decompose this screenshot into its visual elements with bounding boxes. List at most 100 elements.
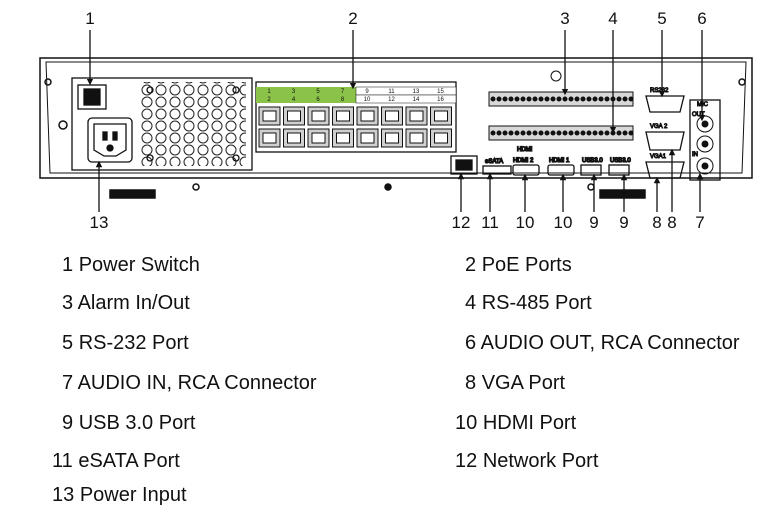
- terminal-screw: [616, 130, 622, 136]
- terminal-screw: [514, 96, 520, 102]
- poe-port-socket: [336, 132, 350, 144]
- terminal-screw: [574, 130, 580, 136]
- terminal-screw: [538, 96, 544, 102]
- poe-port-label: 6: [316, 97, 320, 103]
- terminal-screw: [520, 96, 526, 102]
- callout-9b: 9: [619, 213, 628, 232]
- callout-12: 12: [452, 213, 471, 232]
- terminal-screw: [628, 96, 634, 102]
- terminal-screw: [490, 130, 496, 136]
- legend-item-2: 2 PoE Ports: [465, 254, 572, 276]
- vga2-port: [645, 131, 685, 151]
- legend-item-6: 6 AUDIO OUT, RCA Connector: [465, 332, 740, 354]
- terminal-screw: [610, 130, 616, 136]
- terminal-screw: [562, 96, 568, 102]
- svg-text:HDMI 1: HDMI 1: [549, 158, 570, 164]
- terminal-screw: [508, 96, 514, 102]
- terminal-screw: [538, 130, 544, 136]
- callout-4: 4: [608, 9, 617, 28]
- callout-7: 7: [695, 213, 704, 232]
- terminal-screw: [628, 130, 634, 136]
- terminal-screw: [574, 96, 580, 102]
- power-input-icon: [87, 117, 133, 163]
- poe-port-socket: [287, 110, 301, 122]
- poe-port-socket: [311, 110, 326, 122]
- power-module: [71, 77, 253, 171]
- terminal-screw: [496, 96, 502, 102]
- terminal-screw: [526, 130, 532, 136]
- svg-text:HDMI: HDMI: [517, 147, 533, 153]
- terminal-screw: [544, 130, 550, 136]
- svg-text:MIC: MIC: [697, 102, 709, 108]
- callout-5: 5: [657, 9, 666, 28]
- terminal-screw: [622, 130, 628, 136]
- terminal-screw: [502, 130, 508, 136]
- legend-item-1: 1 Power Switch: [62, 254, 200, 276]
- terminal-screw: [598, 96, 604, 102]
- terminal-screw: [532, 130, 538, 136]
- svg-text:eSATA: eSATA: [485, 159, 503, 165]
- legend-item-4: 4 RS-485 Port: [465, 292, 592, 314]
- legend-item-11: 11 eSATA Port: [52, 450, 180, 472]
- terminal-screw: [622, 96, 628, 102]
- legend-item-5: 5 RS-232 Port: [62, 332, 189, 354]
- legend-item-9: 9 USB 3.0 Port: [62, 412, 196, 434]
- poe-port-label: 2: [267, 97, 271, 103]
- poe-port-socket: [385, 110, 399, 122]
- legend-item-7: 7 AUDIO IN, RCA Connector: [62, 372, 317, 394]
- esata-port: [482, 165, 512, 175]
- terminal-screw: [562, 130, 568, 136]
- legend: 1 Power Switch 2 PoE Ports 3 Alarm In/Ou…: [0, 250, 779, 522]
- poe-port-socket: [409, 132, 424, 144]
- terminal-screw: [586, 96, 592, 102]
- callout-8a: 8: [652, 213, 661, 232]
- poe-port-socket: [336, 110, 350, 122]
- legend-item-8: 8 VGA Port: [465, 372, 566, 394]
- terminal-screw: [586, 130, 592, 136]
- poe-port-label: 16: [437, 97, 444, 103]
- callout-11: 11: [481, 213, 499, 232]
- vga1-port: [645, 161, 685, 179]
- terminal-screw: [544, 96, 550, 102]
- usb-port-2: [608, 164, 630, 176]
- poe-port-label: 8: [341, 97, 345, 103]
- terminal-screw: [502, 96, 508, 102]
- terminal-screw: [604, 96, 610, 102]
- poe-port-label: 4: [292, 97, 296, 103]
- rs232-port: RS232 VGA 2 VGA1: [645, 88, 685, 179]
- terminal-screw: [520, 130, 526, 136]
- terminal-screw: [616, 96, 622, 102]
- callout-10a: 10: [516, 213, 535, 232]
- callout-2: 2: [348, 9, 357, 28]
- poe-port-label: 1: [267, 89, 271, 95]
- callout-10b: 10: [554, 213, 573, 232]
- poe-port-label: 12: [388, 97, 395, 103]
- terminal-screw: [556, 96, 562, 102]
- terminal-screw: [532, 96, 538, 102]
- svg-text:IN: IN: [692, 152, 698, 158]
- rear-panel-diagram: 1 2 3 4 5 6 13 12 11 10 10 9 9 8 8 7: [39, 9, 753, 232]
- callout-8b: 8: [667, 213, 676, 232]
- terminal-screw: [568, 96, 574, 102]
- legend-item-12: 12 Network Port: [455, 450, 599, 472]
- terminal-screw: [496, 130, 502, 136]
- callout-6: 6: [697, 9, 706, 28]
- terminal-screw: [592, 130, 598, 136]
- poe-port-socket: [434, 110, 448, 122]
- callout-9a: 9: [589, 213, 598, 232]
- poe-port-socket: [311, 132, 326, 144]
- terminal-screw: [604, 130, 610, 136]
- svg-text:VGA1: VGA1: [650, 154, 667, 160]
- poe-port-label: 15: [437, 89, 444, 95]
- terminal-screw: [550, 96, 556, 102]
- legend-item-13: 13 Power Input: [52, 484, 187, 506]
- poe-port-label: 11: [388, 89, 395, 95]
- terminal-screw: [592, 96, 598, 102]
- poe-port-label: 14: [413, 97, 420, 103]
- legend-item-10: 10 HDMI Port: [455, 412, 577, 434]
- chassis: [39, 57, 753, 199]
- poe-port-socket: [360, 110, 375, 122]
- terminal-screw: [550, 130, 556, 136]
- poe-port-socket: [262, 132, 277, 144]
